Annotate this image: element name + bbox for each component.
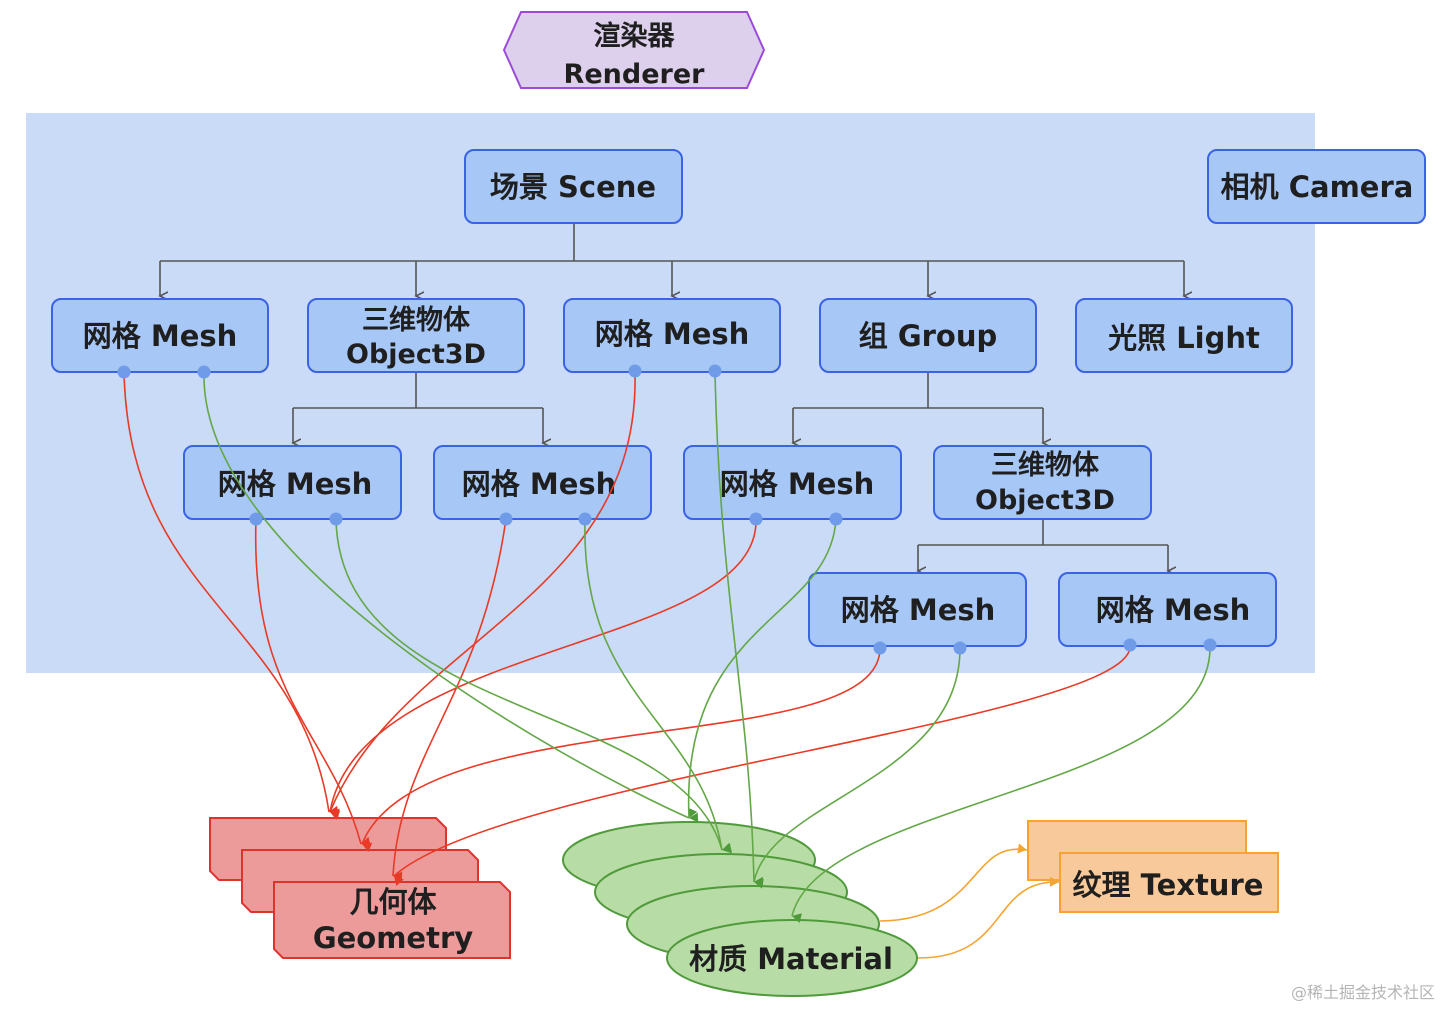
mesh-node-3: 网格 Mesh bbox=[183, 445, 402, 520]
object3d-label-en: Object3D bbox=[346, 339, 486, 370]
mesh-node-6: 网格 Mesh bbox=[808, 572, 1027, 647]
mesh-node-5: 网格 Mesh bbox=[683, 445, 902, 520]
mesh-ports bbox=[117, 364, 1217, 655]
mesh-node-7: 网格 Mesh bbox=[1058, 572, 1277, 647]
mesh-label: 网格 Mesh bbox=[841, 593, 996, 627]
texture-links bbox=[879, 843, 1060, 959]
group-node: 组 Group bbox=[819, 298, 1037, 373]
mesh-label: 网格 Mesh bbox=[595, 317, 750, 351]
geometry-label-en: Geometry bbox=[313, 921, 473, 955]
group-label: 组 Group bbox=[859, 319, 998, 353]
mesh-node-1: 网格 Mesh bbox=[51, 298, 269, 373]
mesh-label: 网格 Mesh bbox=[1096, 593, 1251, 627]
object3d-node-1: 三维物体 Object3D bbox=[307, 298, 525, 373]
mesh-label: 网格 Mesh bbox=[720, 467, 875, 501]
material-label: 材质 Material bbox=[689, 942, 893, 976]
mesh-label: 网格 Mesh bbox=[83, 319, 238, 353]
geometry-links bbox=[123, 372, 1131, 887]
geometry-stack bbox=[209, 817, 511, 959]
scene-label: 场景 Scene bbox=[490, 170, 656, 204]
light-label: 光照 Light bbox=[1108, 321, 1260, 355]
geometry-label-cn: 几何体 bbox=[349, 885, 437, 919]
mesh-node-2: 网格 Mesh bbox=[563, 298, 781, 373]
camera-label: 相机 Camera bbox=[1221, 170, 1414, 204]
mesh-node-4: 网格 Mesh bbox=[433, 445, 652, 520]
object3d-label-cn: 三维物体 bbox=[991, 450, 1100, 481]
camera-node: 相机 Camera bbox=[1207, 149, 1426, 224]
tree-connectors bbox=[160, 223, 1184, 571]
material-links bbox=[203, 372, 1211, 923]
renderer-node: 渲染器 Renderer bbox=[502, 11, 766, 90]
object3d-label-cn: 三维物体 bbox=[362, 305, 471, 336]
texture-label: 纹理 Texture bbox=[1073, 868, 1264, 902]
light-node: 光照 Light bbox=[1075, 298, 1293, 373]
texture-stack bbox=[1027, 820, 1279, 913]
renderer-label-en: Renderer bbox=[564, 59, 706, 90]
scene-node: 场景 Scene bbox=[464, 149, 683, 224]
mesh-label: 网格 Mesh bbox=[462, 467, 617, 501]
watermark: @稀土掘金技术社区 bbox=[1290, 983, 1435, 1002]
mesh-label: 网格 Mesh bbox=[218, 467, 373, 501]
renderer-label-cn: 渲染器 bbox=[594, 21, 676, 52]
object3d-node-2: 三维物体 Object3D bbox=[933, 445, 1152, 520]
object3d-label-en: Object3D bbox=[975, 485, 1115, 516]
